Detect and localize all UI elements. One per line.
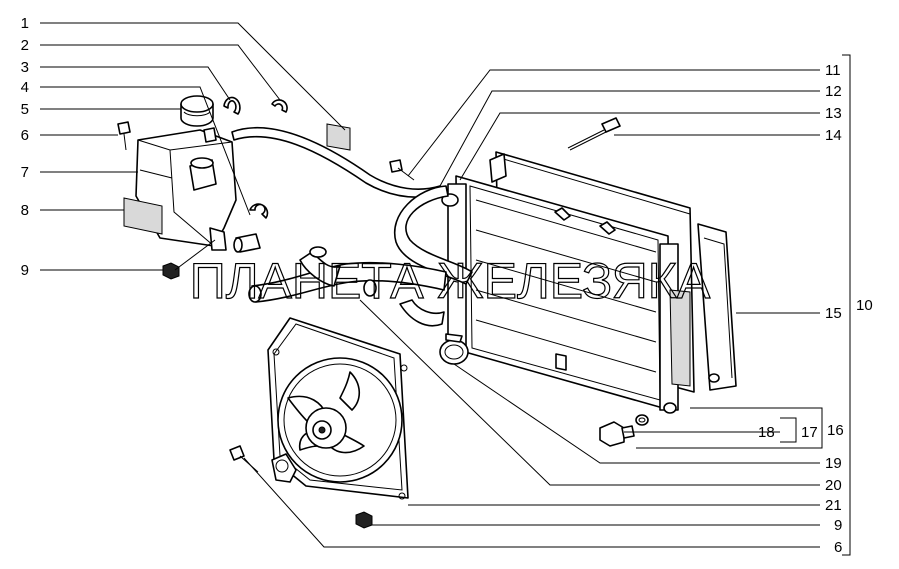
bleed-screw [389, 159, 415, 181]
callout-7: 7 [21, 164, 29, 181]
callout-8: 8 [21, 202, 29, 219]
coupling-sleeve [233, 233, 261, 253]
label-plate-small [326, 123, 351, 151]
radiator-side-tank [669, 223, 737, 391]
callout-18: 18 [758, 424, 775, 441]
fan-nut [355, 511, 373, 529]
watermark-text: ПЛАНЕТА ЖЕЛЕЗЯКА [190, 253, 711, 309]
lower-radiator-hose [248, 246, 447, 327]
tank-nut [162, 262, 180, 280]
callout-10: 10 [856, 297, 873, 314]
leader-lines [40, 22, 851, 556]
callout-6-lower: 6 [834, 539, 842, 556]
callout-labels: 1 2 3 4 5 6 7 8 9 11 12 13 14 15 10 16 1… [21, 15, 873, 556]
fan-bolt [229, 445, 259, 473]
callout-6-upper: 6 [21, 127, 29, 144]
callout-3: 3 [21, 59, 29, 76]
callout-19: 19 [825, 455, 842, 472]
callout-11: 11 [825, 62, 841, 79]
callout-9-lower: 9 [834, 517, 842, 534]
drain-plug [599, 414, 649, 447]
tank-cap [180, 95, 214, 127]
callout-12: 12 [825, 83, 842, 100]
radiator-bolt [567, 117, 621, 151]
upper-radiator-hose [393, 185, 473, 285]
callout-5: 5 [21, 101, 29, 118]
callout-17: 17 [801, 424, 818, 441]
callout-4: 4 [21, 79, 29, 96]
radiator [441, 175, 679, 414]
callout-16: 16 [827, 422, 844, 439]
callout-9-upper: 9 [21, 262, 29, 279]
callout-13: 13 [825, 105, 842, 122]
callout-21: 21 [825, 497, 842, 514]
hose-clamps [223, 96, 288, 219]
fan-with-shroud [267, 317, 409, 500]
callout-1: 1 [21, 15, 29, 32]
callout-14: 14 [825, 127, 842, 144]
callout-15: 15 [825, 305, 842, 322]
callout-2: 2 [21, 37, 29, 54]
label-plate [123, 197, 163, 235]
tank-bolt [117, 121, 131, 151]
overflow-hose [203, 126, 443, 198]
radiator-hose-clamp [439, 333, 469, 365]
callout-20: 20 [825, 477, 842, 494]
